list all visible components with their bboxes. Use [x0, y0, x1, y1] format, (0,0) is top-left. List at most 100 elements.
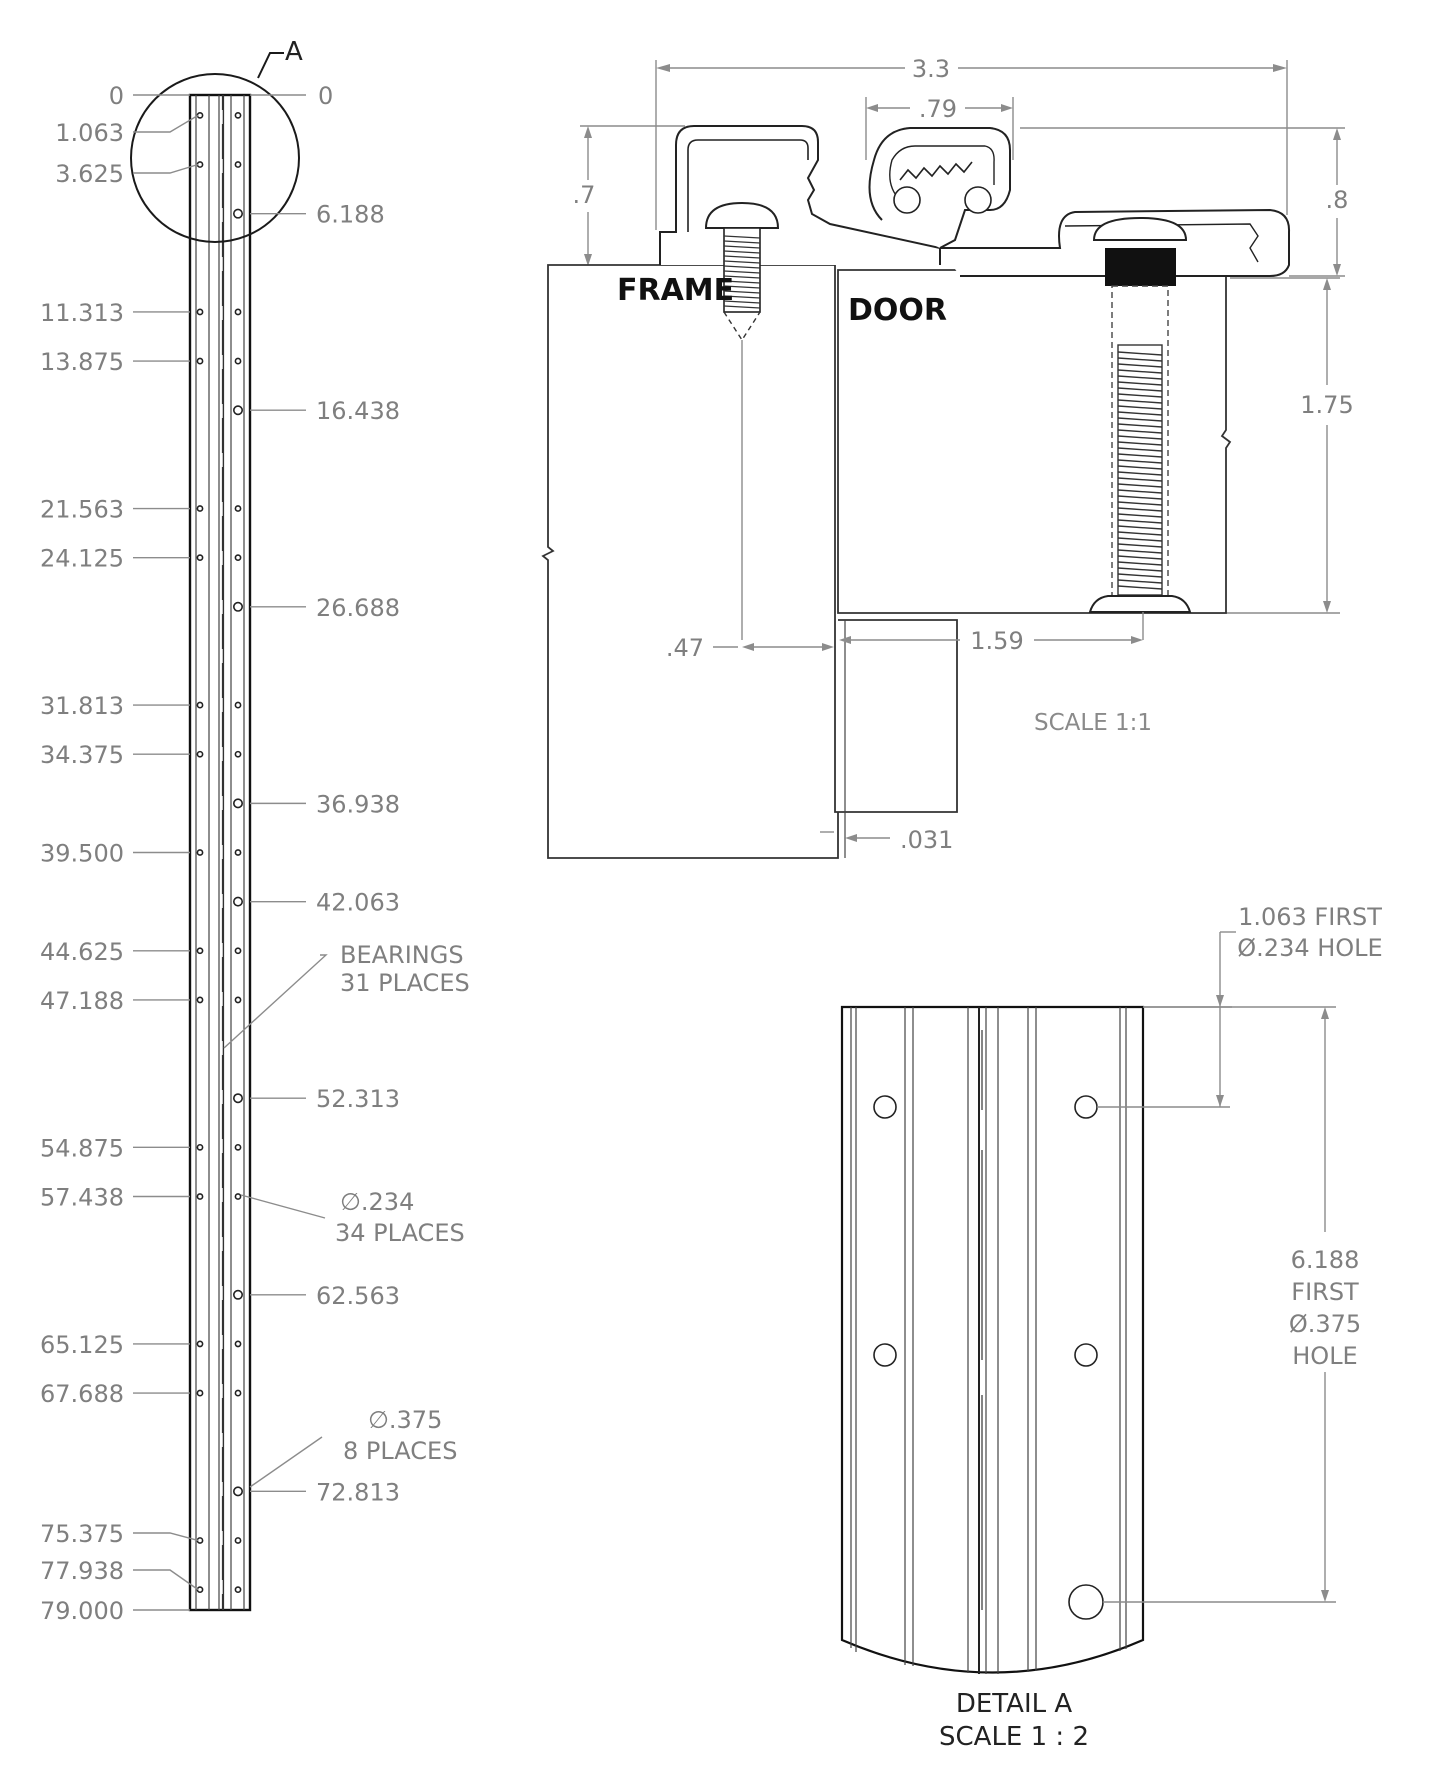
- frame-screw-threads: [723, 235, 761, 309]
- detail-outline: [840, 1005, 1145, 1674]
- arrowhead: [1323, 278, 1331, 290]
- knuckle-teeth: [899, 161, 973, 181]
- right-dimension-label: 6.188: [316, 201, 385, 229]
- small-hole: [234, 1143, 242, 1151]
- bearings-note-line1: BEARINGS: [340, 941, 464, 969]
- first-large-hole-note-line4: HOLE: [1292, 1342, 1357, 1370]
- knuckle-inner: [889, 145, 995, 201]
- door-screw-knurl: [1105, 248, 1176, 286]
- thread-line: [1117, 381, 1163, 386]
- thread-line: [723, 300, 761, 304]
- thread-line: [723, 265, 761, 269]
- left-dimension-label: 77.938: [40, 1557, 124, 1585]
- left-dimension-label: 79.000: [40, 1597, 124, 1625]
- frame-height-dim: .7: [573, 181, 596, 209]
- thread-line: [1117, 465, 1163, 470]
- small-hole: [196, 505, 204, 512]
- right-dimension-label: 36.938: [316, 790, 400, 818]
- small-hole: [196, 111, 204, 119]
- detail-a-leader: [257, 52, 284, 79]
- thread-line: [1117, 507, 1163, 512]
- dimension-leader: [133, 1569, 199, 1591]
- thread-line: [1117, 561, 1163, 566]
- thread-line: [1117, 573, 1163, 578]
- small-hole: [196, 996, 204, 1004]
- small-hole: [234, 1389, 242, 1397]
- thread-line: [1117, 585, 1163, 590]
- thread-line: [1117, 429, 1163, 434]
- thread-line: [1117, 369, 1163, 374]
- door-leaf-inner: [1064, 223, 1259, 263]
- thread-line: [1117, 519, 1163, 524]
- knuckle-pin-right: [964, 186, 992, 214]
- detail-small-hole: [1074, 1343, 1098, 1367]
- arrowhead: [584, 254, 592, 266]
- left-dimension-label: 39.500: [40, 840, 124, 868]
- thread-line: [1117, 477, 1163, 482]
- right-dimension-label: 42.063: [316, 889, 400, 917]
- small-hole: [234, 111, 242, 119]
- small-hole: [234, 750, 242, 758]
- small-hole: [234, 357, 242, 365]
- thread-line: [723, 295, 761, 299]
- thread-line: [1117, 393, 1163, 398]
- door-leaf-height-dim: .8: [1326, 186, 1349, 214]
- detail-large-hole: [1068, 1584, 1104, 1620]
- arrowhead: [1131, 636, 1143, 644]
- large-hole-note-line1: ∅.375: [368, 1406, 442, 1434]
- small-hole-note-line2: 34 PLACES: [335, 1219, 465, 1247]
- thread-line: [1117, 447, 1163, 452]
- right-dimension-label: 52.313: [316, 1085, 400, 1113]
- small-hole: [196, 1537, 204, 1544]
- right-dimension-label: 26.688: [316, 594, 400, 622]
- door-offset-dim: 1.59: [970, 627, 1023, 655]
- large-hole: [233, 1486, 244, 1497]
- door-screw-threads: [1117, 351, 1163, 590]
- small-hole: [234, 505, 242, 512]
- overall-width-dim: 3.3: [912, 55, 950, 83]
- hinge-elevation: A 0 01.0633.62511.31313.87521.56324.1253…: [40, 37, 470, 1625]
- arrowhead: [656, 64, 670, 72]
- small-hole: [234, 947, 242, 955]
- thread-line: [1117, 351, 1163, 356]
- left-dimension-label: 65.125: [40, 1331, 124, 1359]
- detail-a-view: 1.063 FIRST Ø.234 HOLE 6.188 FIRST Ø.375…: [840, 903, 1383, 1752]
- small-hole: [196, 554, 204, 562]
- left-dimension-label: 34.375: [40, 741, 124, 769]
- left-dimension-label: 57.438: [40, 1184, 124, 1212]
- left-dimension-label: 11.313: [40, 299, 124, 327]
- left-dimension-label: 3.625: [55, 160, 124, 188]
- left-dimension-label: 24.125: [40, 545, 124, 573]
- thread-line: [1117, 555, 1163, 560]
- thread-line: [723, 260, 761, 264]
- small-hole: [234, 161, 242, 168]
- small-hole: [196, 308, 204, 316]
- dimension-leader: [133, 163, 199, 174]
- small-hole: [196, 1586, 204, 1594]
- left-dimension-label: 75.375: [40, 1520, 124, 1548]
- knuckle-pin-left: [893, 186, 921, 214]
- small-hole: [234, 701, 242, 709]
- thread-line: [1117, 423, 1163, 428]
- detail-a-circle: [130, 73, 300, 243]
- thread-line: [1117, 531, 1163, 536]
- first-large-hole-note-line3: Ø.375: [1289, 1310, 1361, 1338]
- detail-small-hole: [873, 1095, 897, 1119]
- small-hole: [196, 849, 204, 856]
- left-dimension-label: 47.188: [40, 987, 124, 1015]
- frame-block: [541, 264, 839, 859]
- thread-line: [1117, 375, 1163, 380]
- arrowhead: [822, 643, 834, 651]
- frame-offset-dim: .47: [666, 634, 704, 662]
- door-thickness-dim: 1.75: [1300, 391, 1353, 419]
- small-hole: [234, 1586, 242, 1594]
- detail-small-hole: [873, 1343, 897, 1367]
- arrowhead: [1321, 1590, 1329, 1602]
- detail-title-line2: SCALE 1 : 2: [939, 1722, 1089, 1752]
- door-leaf-profile: [940, 208, 1291, 277]
- frame-screw: [704, 201, 780, 640]
- small-hole: [196, 1340, 204, 1348]
- thread-line: [1117, 537, 1163, 542]
- small-hole: [234, 1193, 242, 1200]
- bearings-leader: [223, 954, 328, 1049]
